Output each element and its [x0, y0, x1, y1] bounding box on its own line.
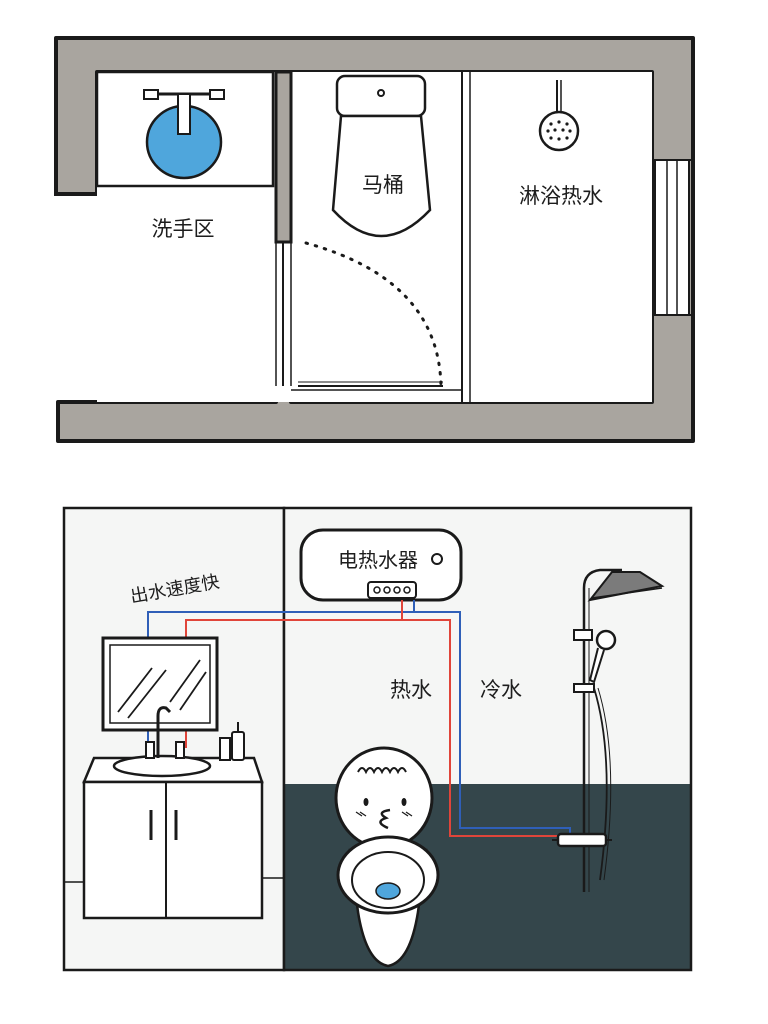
basin-plan — [143, 89, 225, 180]
toilet-character — [334, 746, 440, 968]
toilet-plan — [331, 74, 432, 238]
hand-shower-icon — [595, 629, 617, 651]
door-swing-arc — [304, 241, 443, 390]
water-heater-label: 电热水器 — [338, 548, 418, 572]
toilet-label: 马桶 — [362, 173, 404, 197]
left-wall-stub — [54, 38, 97, 196]
indicator-icon — [431, 553, 443, 565]
cold-water-label: 冷水 — [480, 678, 522, 702]
water-heater — [299, 528, 463, 602]
floor-plan: 洗手区 马桶 淋浴热水 — [54, 36, 695, 443]
toilet-water — [375, 882, 401, 900]
mirror — [101, 636, 219, 732]
elevation-view: 电热水器 — [62, 506, 693, 972]
shower-set — [552, 568, 665, 892]
shower-head-icon — [538, 80, 580, 152]
rain-shower-head — [587, 571, 665, 602]
shower-valve — [556, 832, 608, 848]
wash-area-label: 洗手区 — [152, 217, 215, 241]
partition-wall-left — [274, 70, 293, 244]
hot-water-label: 热水 — [390, 678, 432, 702]
window — [652, 159, 693, 316]
vanity-cabinet — [64, 706, 284, 920]
shower-label: 淋浴热水 — [519, 184, 603, 208]
